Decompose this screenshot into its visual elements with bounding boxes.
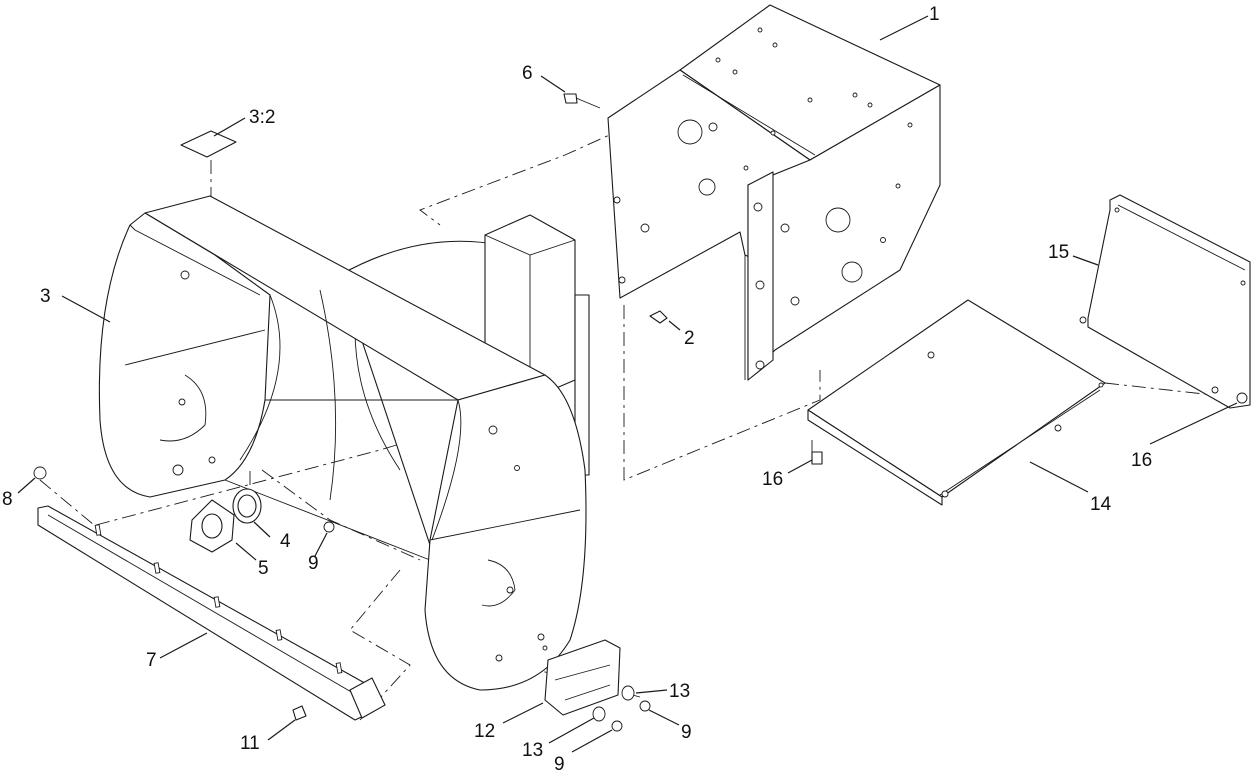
bearing-part-4 <box>232 488 262 524</box>
panel-part-15 <box>1079 194 1251 409</box>
callout-6: 6 <box>522 63 533 84</box>
callout-labels: 1 2 3 3:2 4 5 6 7 8 9 9 9 11 12 13 13 14… <box>2 4 1152 775</box>
callout-9-a: 9 <box>308 553 319 574</box>
callout-12: 12 <box>474 721 495 742</box>
washer-part-13-a <box>621 685 635 701</box>
fastener-part-16 <box>811 392 1248 465</box>
callout-1: 1 <box>929 4 940 25</box>
callout-3: 3 <box>40 286 51 307</box>
bolt-part-6 <box>563 93 601 109</box>
skid-shoe-part-12 <box>544 639 621 716</box>
callout-16-b: 16 <box>1131 450 1152 471</box>
callout-9-c: 9 <box>554 754 565 775</box>
callout-8: 8 <box>2 489 13 510</box>
knob-part-8 <box>33 466 47 480</box>
callout-13-b: 13 <box>522 740 543 761</box>
nut-part-9-c <box>611 720 623 732</box>
callout-3-2: 3:2 <box>249 107 275 128</box>
callout-9-b: 9 <box>681 722 692 743</box>
clip-part-2 <box>649 310 668 324</box>
bolt-part-11 <box>292 705 307 721</box>
auger-housing-part-3 <box>98 195 590 691</box>
nut-part-9-a <box>323 521 335 533</box>
callout-7: 7 <box>146 650 157 671</box>
callout-16-a: 16 <box>762 469 783 490</box>
callout-2: 2 <box>684 328 695 349</box>
flange-part-5 <box>189 499 235 553</box>
callout-5: 5 <box>258 558 269 579</box>
leader-lines <box>17 15 1238 753</box>
scraper-bar-part-7 <box>37 505 386 721</box>
callout-11: 11 <box>240 733 260 754</box>
washer-part-13-b <box>592 706 606 722</box>
callout-14: 14 <box>1090 494 1112 515</box>
callout-15: 15 <box>1048 242 1069 263</box>
callout-13-a: 13 <box>669 681 690 702</box>
nut-part-9-b <box>639 700 651 712</box>
callout-4: 4 <box>280 531 291 552</box>
plate-part-14 <box>807 299 1106 506</box>
frame-part-1 <box>607 4 941 381</box>
decal-part-3-2 <box>180 130 237 158</box>
